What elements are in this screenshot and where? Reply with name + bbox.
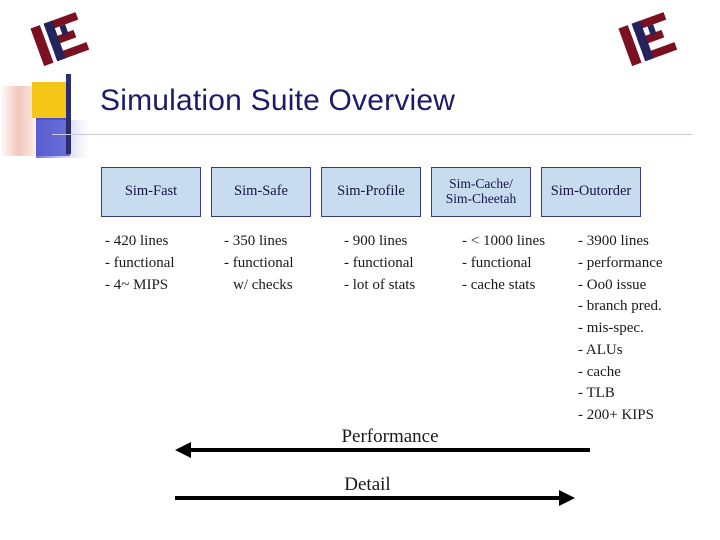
ise-logo-left [30, 8, 96, 70]
detail-line: - functional [344, 254, 414, 271]
detail-column-sim-fast: - 420 lines - functional - 4~ MIPS [101, 231, 205, 427]
detail-line: - ALUs [578, 341, 623, 358]
arrow-left-icon [175, 442, 191, 458]
simulator-box-sim-fast: Sim-Fast [101, 167, 201, 217]
detail-line: - < 1000 lines [462, 233, 546, 249]
decor-square-yellow [32, 82, 66, 118]
simulator-box-row: Sim-Fast Sim-Safe Sim-Profile Sim-Cache/… [101, 167, 641, 217]
detail-column-sim-cache: - < 1000 lines - functional - cache stat… [454, 231, 562, 427]
detail-line: - Oo0 issue [578, 276, 647, 293]
detail-line: - 900 lines [344, 233, 408, 249]
simulator-name: Sim-Outorder [550, 183, 632, 200]
simulator-detail-columns: - 420 lines - functional - 4~ MIPS - 350… [101, 231, 678, 427]
decor-gradient-blue [36, 120, 88, 158]
detail-line: - 350 lines [224, 233, 288, 249]
detail-column-sim-outorder: - 3900 lines - performance - Oo0 issue -… [572, 231, 678, 427]
simulator-name-line2: Sim-Cheetah [445, 191, 517, 206]
detail-axis-line [175, 490, 575, 506]
simulator-box-sim-cache: Sim-Cache/ Sim-Cheetah [431, 167, 531, 217]
detail-line: - 420 lines [105, 233, 169, 249]
detail-line: - performance [578, 254, 663, 271]
simulator-box-sim-safe: Sim-Safe [211, 167, 311, 217]
detail-column-sim-safe: - 350 lines - functional w/ checks [215, 231, 324, 427]
detail-line: - 4~ MIPS [105, 276, 169, 293]
ise-logo-right [618, 8, 684, 70]
detail-line: - branch pred. [578, 298, 662, 315]
simulator-name: Sim-Safe [234, 183, 288, 200]
title-divider [52, 134, 692, 135]
detail-line: - lot of stats [344, 276, 416, 293]
detail-column-sim-profile: - 900 lines - functional - lot of stats [334, 231, 444, 427]
simulator-box-sim-profile: Sim-Profile [321, 167, 421, 217]
detail-axis-label: Detail [344, 474, 391, 495]
performance-axis-line [175, 442, 590, 458]
detail-line: - functional [224, 254, 294, 271]
detail-line: - mis-spec. [578, 320, 644, 336]
performance-axis: Performance [175, 426, 590, 458]
simulator-box-sim-outorder: Sim-Outorder [541, 167, 641, 217]
decor-vertical-bar [66, 74, 71, 154]
simulator-name: Sim-Profile [337, 183, 405, 200]
detail-line: - cache [578, 363, 621, 380]
detail-line: - functional [462, 254, 532, 271]
detail-line: w/ checks [233, 276, 293, 293]
detail-line: - TLB [578, 385, 615, 402]
detail-axis: Detail [175, 474, 575, 506]
performance-axis-label: Performance [341, 426, 439, 447]
simulator-name: Sim-Fast [124, 183, 178, 200]
arrow-right-icon [559, 490, 575, 506]
simulator-name-line1: Sim-Cache/ [449, 176, 513, 192]
detail-line: - 3900 lines [578, 233, 649, 249]
detail-line: - functional [105, 254, 175, 271]
detail-line: - cache stats [462, 276, 536, 293]
page-title: Simulation Suite Overview [100, 84, 456, 117]
detail-line: - 200+ KIPS [578, 407, 654, 423]
